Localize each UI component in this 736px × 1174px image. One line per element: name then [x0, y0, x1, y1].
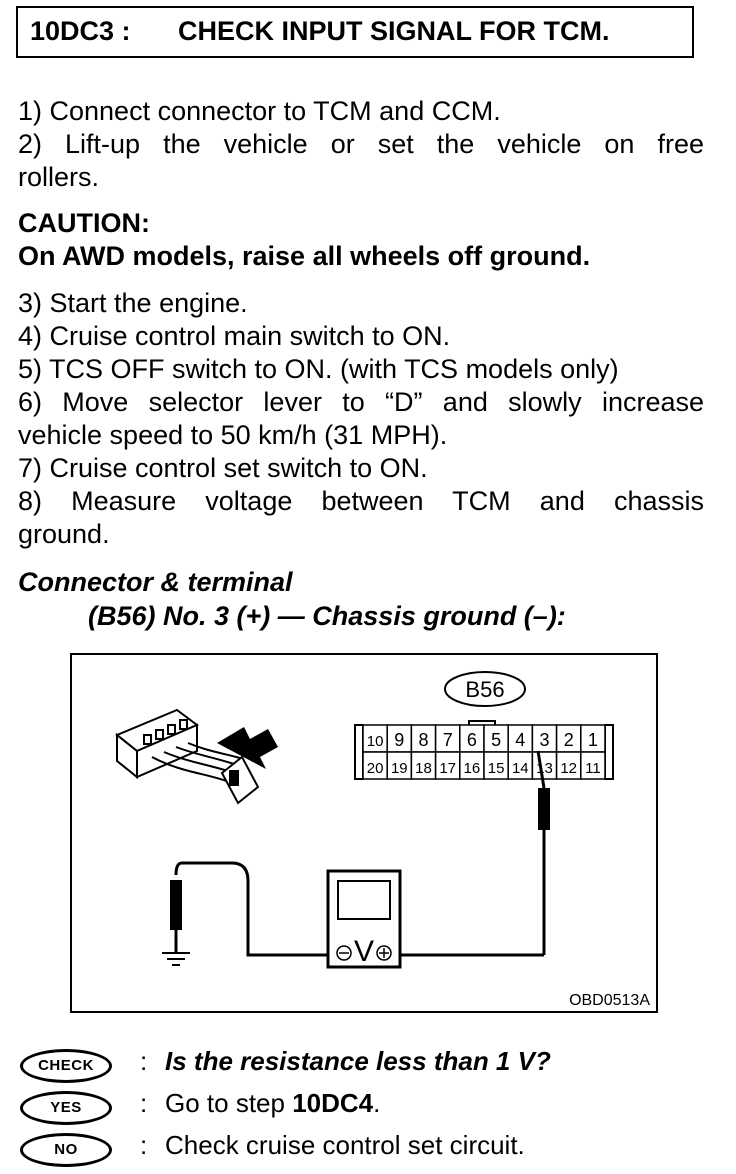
- terminal-cell: [386, 751, 413, 780]
- positive-probe: [398, 750, 550, 957]
- terminal-number: 12: [560, 760, 577, 777]
- terminal-number: 1: [588, 730, 598, 750]
- terminal-cell: [410, 751, 437, 780]
- voltmeter-icon: [326, 869, 402, 969]
- terminal-cell: [459, 751, 485, 780]
- step-6-line2: vehicle speed to 50 km/h (31 MPH).: [18, 420, 448, 450]
- voltmeter-symbol: V: [354, 935, 374, 968]
- no-result: Check cruise control set circuit.: [165, 1130, 525, 1160]
- step-8-line2: ground.: [18, 519, 110, 549]
- no-badge: NO: [20, 1133, 112, 1167]
- step-2-line1: 2) Lift-up the vehicle or set the vehicl…: [18, 129, 704, 159]
- terminal-cell: [531, 751, 558, 780]
- terminal-number: 7: [443, 730, 453, 750]
- step-2-line2: rollers.: [18, 162, 100, 192]
- yes-suffix: .: [373, 1088, 381, 1118]
- terminal-number: 3: [539, 730, 549, 750]
- connector-label-oval: [444, 671, 526, 707]
- terminal-cell: [580, 751, 606, 780]
- caution-text: On AWD models, raise all wheels off grou…: [18, 241, 591, 271]
- harness-connector-icon: [115, 708, 260, 805]
- yes-step-link[interactable]: 10DC4: [292, 1088, 374, 1118]
- figure-code: OBD0513A: [569, 992, 650, 1009]
- insertion-arrow-icon: [217, 727, 278, 769]
- yes-result: Go to step 10DC4.: [165, 1088, 380, 1119]
- terminal-number: 8: [418, 730, 428, 750]
- terminal-cell: [507, 724, 534, 753]
- terminal-number: 5: [491, 730, 501, 750]
- terminal-number: 4: [515, 730, 525, 750]
- connector-title: Connector & terminal: [18, 567, 293, 597]
- step-1: 1) Connect connector to TCM and CCM.: [18, 96, 501, 126]
- yes-colon: :: [140, 1088, 148, 1118]
- step-title: CHECK INPUT SIGNAL FOR TCM.: [178, 16, 610, 46]
- yes-badge: YES: [20, 1091, 112, 1125]
- connector-spec: (B56) No. 3 (+) — Chassis ground (–):: [88, 601, 566, 631]
- terminal-number: 11: [585, 760, 601, 777]
- chassis-ground-icon: [162, 952, 190, 966]
- terminal-cell: [434, 751, 461, 780]
- terminal-number: 18: [415, 760, 432, 777]
- terminal-number: 17: [439, 760, 456, 777]
- step-5: 5) TCS OFF switch to ON. (with TCS model…: [18, 354, 619, 384]
- check-colon: :: [140, 1046, 148, 1076]
- step-code: 10DC3 :: [30, 16, 131, 46]
- terminal-number: 16: [464, 760, 481, 777]
- terminal-number: 2: [564, 730, 574, 750]
- step-8-line1: 8) Measure voltage between TCM and chass…: [18, 486, 704, 516]
- terminal-number: 9: [394, 730, 404, 750]
- step-4: 4) Cruise control main switch to ON.: [18, 321, 451, 351]
- caution-label: CAUTION:: [18, 208, 150, 238]
- step-7: 7) Cruise control set switch to ON.: [18, 453, 428, 483]
- terminal-number: 19: [391, 760, 408, 777]
- step-6-line1: 6) Move selector lever to “D” and slowly…: [18, 387, 704, 417]
- terminal-cell: [483, 751, 509, 780]
- step-3: 3) Start the engine.: [18, 288, 248, 318]
- check-question: Is the resistance less than 1 V?: [165, 1046, 551, 1076]
- connector-label: B56: [465, 677, 504, 702]
- terminal-number: 10: [367, 733, 384, 750]
- yes-prefix: Go to step: [165, 1088, 293, 1118]
- terminal-number: 14: [512, 760, 529, 777]
- check-badge: CHECK: [20, 1049, 112, 1083]
- terminal-cell: [555, 724, 582, 753]
- terminal-cell: [362, 751, 388, 780]
- no-colon: :: [140, 1130, 148, 1160]
- step-header: 10DC3 : CHECK INPUT SIGNAL FOR TCM.: [16, 6, 694, 58]
- terminal-cell: [459, 724, 485, 753]
- terminal-number: 20: [367, 760, 384, 777]
- terminal-number: 6: [467, 730, 477, 750]
- terminal-number: 15: [488, 760, 505, 777]
- ground-probe: [170, 861, 328, 957]
